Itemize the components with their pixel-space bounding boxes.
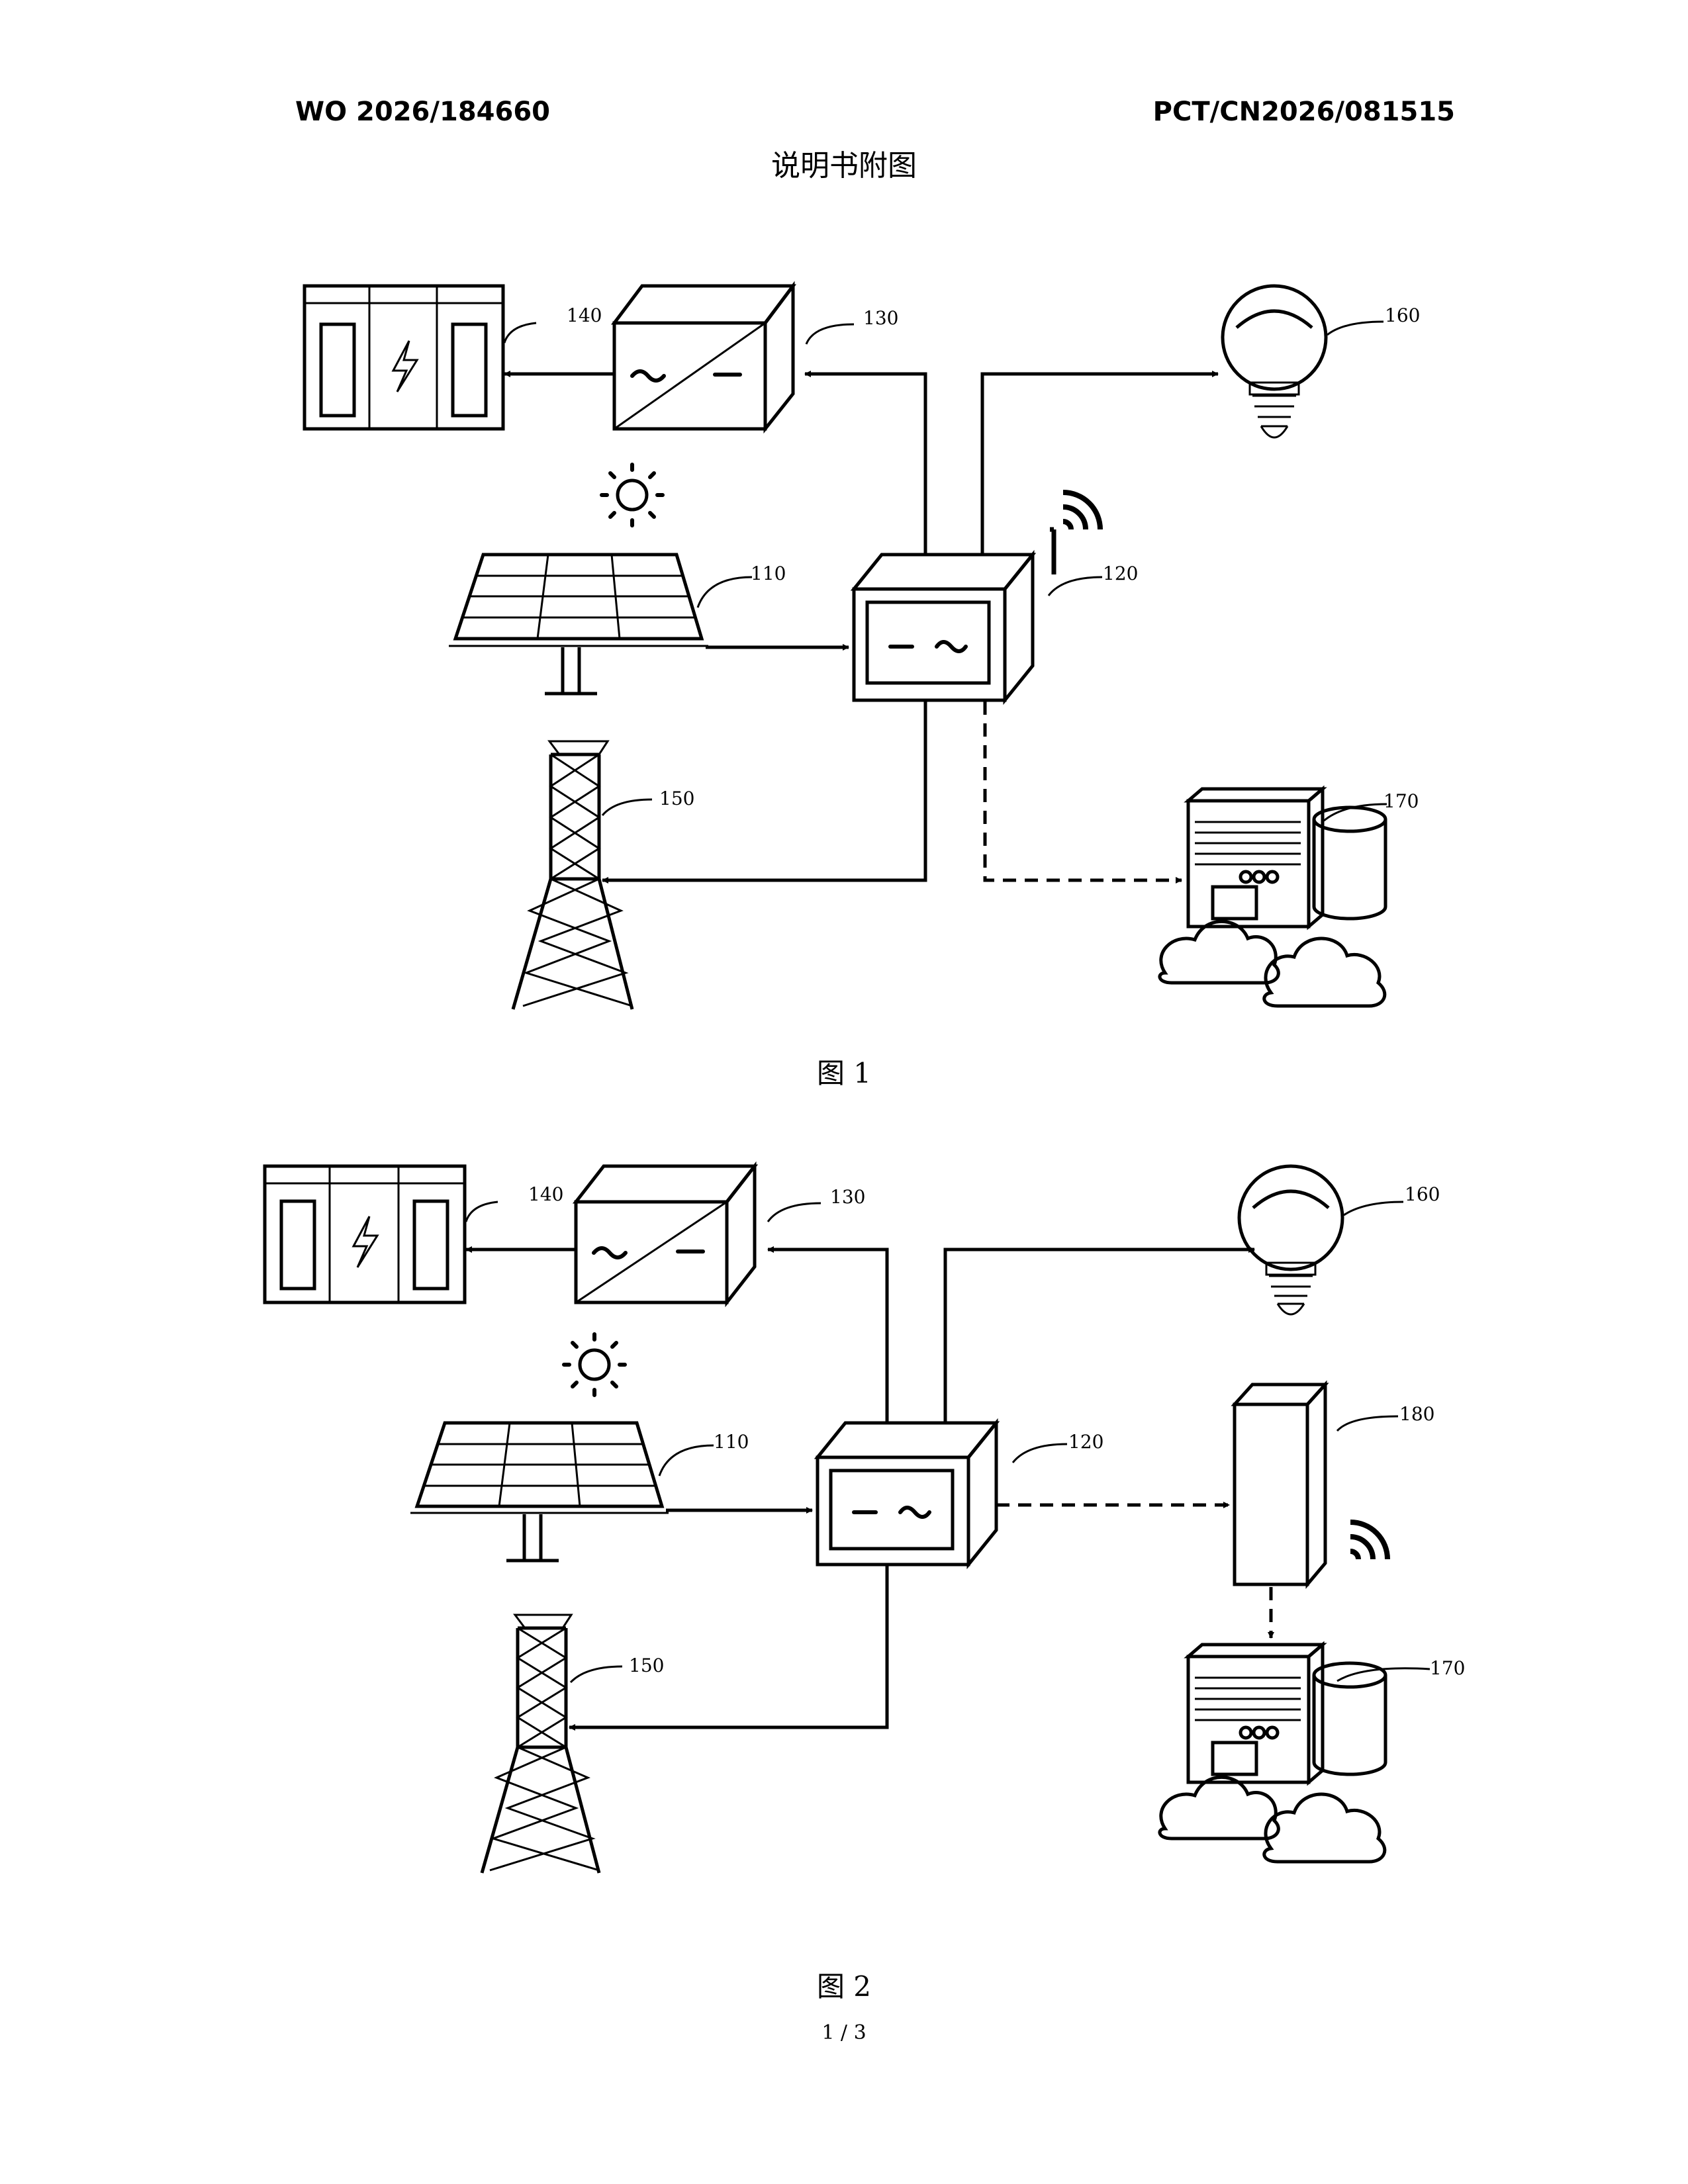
sun-icon xyxy=(602,465,663,525)
dc-ac-converter-icon xyxy=(576,1166,755,1302)
label-120: 120 xyxy=(1068,1431,1103,1453)
label-150: 150 xyxy=(629,1655,664,1676)
figure-2-diagram: 140 130 160 110 xyxy=(0,1125,1688,1919)
power-tower-icon xyxy=(513,741,632,1009)
wireless-signal-icon xyxy=(1350,1522,1387,1559)
wireless-signal-icon xyxy=(1050,492,1100,574)
power-tower-icon xyxy=(482,1615,599,1873)
label-170: 170 xyxy=(1430,1657,1465,1679)
inverter-icon xyxy=(854,555,1033,700)
page-title: 说明书附图 xyxy=(0,142,1688,184)
battery-cabinet-icon xyxy=(265,1166,465,1302)
gateway-device-icon xyxy=(1235,1385,1325,1584)
light-bulb-icon xyxy=(1239,1166,1342,1314)
label-160: 160 xyxy=(1385,304,1420,326)
label-140: 140 xyxy=(528,1183,563,1205)
application-number: PCT/CN2026/081515 xyxy=(1153,97,1455,127)
publication-number: WO 2026/184660 xyxy=(295,97,550,127)
figure-2-caption: 图 2 xyxy=(0,1964,1688,2005)
label-180: 180 xyxy=(1399,1403,1434,1425)
cloud-server-icon xyxy=(1160,1645,1385,1862)
inverter-icon xyxy=(818,1423,996,1565)
sun-icon xyxy=(564,1334,625,1395)
label-170: 170 xyxy=(1383,790,1419,812)
label-160: 160 xyxy=(1405,1183,1440,1205)
page-number: 1 / 3 xyxy=(0,2021,1688,2044)
figure-1-diagram: 140 130 160 110 xyxy=(0,251,1688,1046)
battery-cabinet-icon xyxy=(305,286,503,429)
label-110: 110 xyxy=(751,563,786,584)
light-bulb-icon xyxy=(1223,286,1326,437)
label-120: 120 xyxy=(1103,563,1138,584)
cloud-server-icon xyxy=(1160,789,1385,1006)
label-110: 110 xyxy=(714,1431,749,1453)
solar-panel-icon xyxy=(410,1423,669,1561)
label-130: 130 xyxy=(863,307,898,329)
label-140: 140 xyxy=(567,304,602,326)
connection-lines xyxy=(466,1250,1271,1727)
figure-1-caption: 图 1 xyxy=(0,1051,1688,1091)
label-150: 150 xyxy=(659,788,694,809)
solar-panel-icon xyxy=(449,555,708,694)
label-130: 130 xyxy=(830,1186,865,1208)
dc-ac-converter-icon xyxy=(614,286,793,429)
connection-lines xyxy=(504,374,1218,880)
